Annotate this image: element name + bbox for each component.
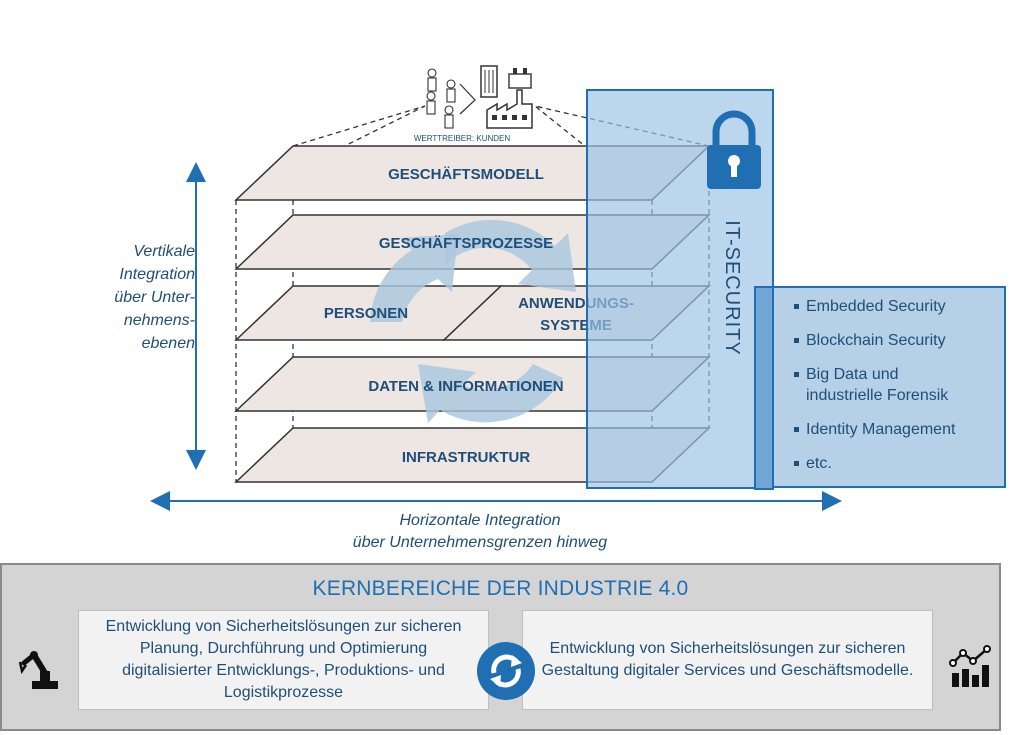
- robot-arm-icon: [18, 651, 58, 689]
- user-group-icon: [426, 68, 456, 129]
- architecture-diagram: GESCHÄFTSMODELL GESCHÄFTSPROZESSE PERSON…: [150, 65, 842, 511]
- security-item-text: etc.: [806, 455, 832, 472]
- security-item-text: Blockchain Security: [806, 332, 946, 349]
- top-caption: WERTTREIBER: KUNDEN: [414, 134, 511, 143]
- security-topics-list: Embedded Security Blockchain Security Bi…: [754, 286, 1006, 490]
- label-daten-informationen: DATEN & INFORMATIONEN: [368, 378, 563, 395]
- sync-icon: [477, 642, 535, 700]
- cycle-arrows-icon: [370, 219, 576, 423]
- core-areas-panel: KERNBEREICHE DER INDUSTRIE 4.0 Entwicklu…: [0, 563, 1001, 731]
- factory-icon: [486, 68, 533, 129]
- security-item-text: Embedded Security: [806, 298, 946, 315]
- security-item-text: Identity Management: [806, 421, 956, 438]
- label-personen: PERSONEN: [324, 305, 408, 322]
- connector-chevron: [459, 83, 476, 115]
- label-infrastruktur: INFRASTRUKTUR: [402, 449, 530, 466]
- label-geschaeftsprozesse: GESCHÄFTSPROZESSE: [379, 235, 553, 252]
- security-item: Embedded Security: [756, 296, 1004, 317]
- office-building-icon: [480, 65, 498, 98]
- horizontal-label-line: Horizontale Integration: [399, 512, 561, 529]
- horizontal-integration-label: Horizontale Integration über Unternehmen…: [280, 510, 680, 554]
- core-box-services-text: Entwicklung von Sicherheitslösungen zur …: [541, 640, 914, 679]
- security-item: Identity Management: [756, 419, 1004, 440]
- security-item: Big Data und industrielle Forensik: [756, 364, 1004, 406]
- security-item: Blockchain Security: [756, 330, 1004, 351]
- core-box-processes-text: Entwicklung von Sicherheitslösungen zur …: [105, 618, 462, 701]
- vertical-label-line: nehmens-: [123, 312, 195, 329]
- vertical-label-line: Integration: [119, 266, 195, 283]
- security-list-tab: [754, 286, 774, 490]
- security-item: etc.: [756, 453, 1004, 474]
- vertical-integration-label: Vertikale Integration über Unter- nehmen…: [60, 240, 195, 355]
- horizontal-label-line: über Unternehmensgrenzen hinweg: [352, 534, 608, 551]
- core-areas-title: KERNBEREICHE DER INDUSTRIE 4.0: [312, 577, 689, 600]
- vertical-label-line: über Unter-: [114, 289, 195, 306]
- security-item-text: Big Data und: [806, 366, 899, 383]
- it-security-label: IT-SECURITY: [721, 220, 743, 355]
- layer-personen-anwendung: [234, 285, 711, 341]
- padlock-icon: [707, 110, 761, 189]
- vertical-label-line: Vertikale: [133, 243, 195, 260]
- core-box-processes: Entwicklung von Sicherheitslösungen zur …: [78, 610, 489, 710]
- core-box-services: Entwicklung von Sicherheitslösungen zur …: [522, 610, 933, 710]
- analytics-chart-icon: [949, 645, 991, 687]
- security-item-text: industrielle Forensik: [806, 387, 949, 404]
- label-geschaeftsmodell: GESCHÄFTSMODELL: [388, 166, 544, 183]
- vertical-label-line: ebenen: [141, 335, 195, 352]
